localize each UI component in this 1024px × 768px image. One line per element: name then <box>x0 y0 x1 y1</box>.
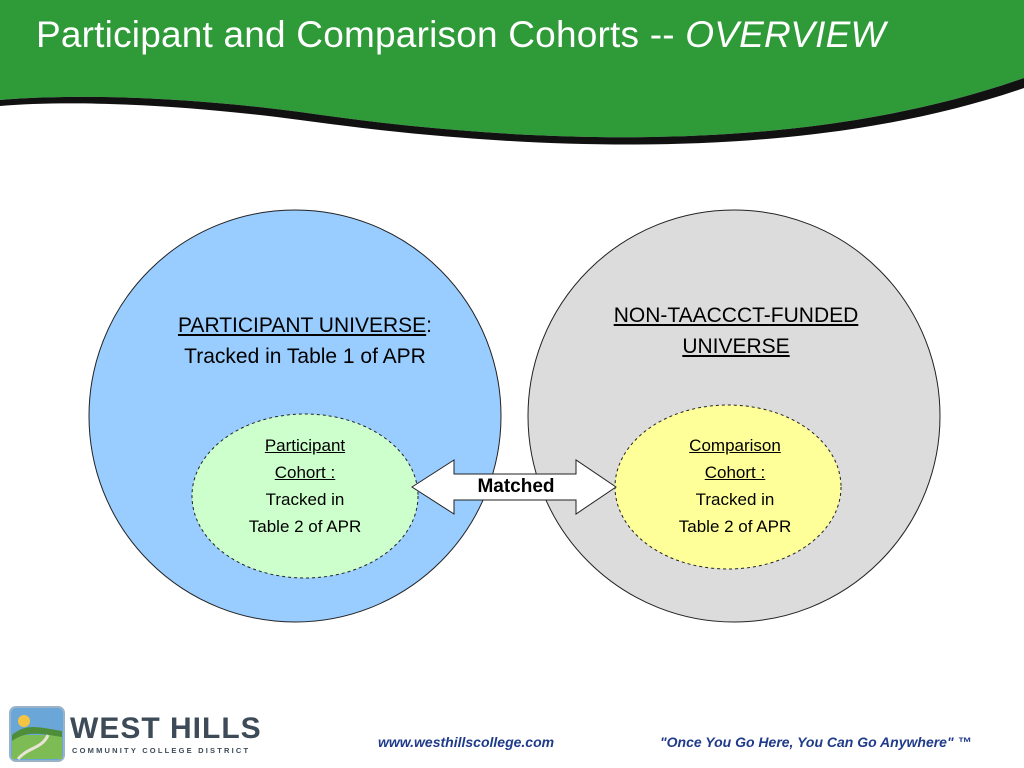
participant-universe-subtitle: Tracked in Table 1 of APR <box>184 345 426 368</box>
comparison-cohort-line3: Tracked in <box>695 490 775 509</box>
comparison-cohort-line4: Table 2 of APR <box>678 517 792 536</box>
participant-cohort-line3: Tracked in <box>265 490 345 509</box>
participant-cohort-label: Participant Cohort : Tracked in Table 2 … <box>205 432 405 540</box>
comparison-cohort-line1: Comparison <box>689 436 781 455</box>
west-hills-logo-icon <box>9 706 65 762</box>
matched-double-arrow <box>411 459 617 515</box>
participant-cohort-line4: Table 2 of APR <box>248 517 362 536</box>
participant-cohort-line1: Participant <box>264 436 346 455</box>
matched-label: Matched <box>477 476 555 497</box>
non-funded-universe-title-line1: NON-TAACCCT-FUNDED <box>613 304 859 327</box>
participant-universe-title: PARTICIPANT UNIVERSE <box>177 314 427 337</box>
website-link[interactable]: www.westhillscollege.com <box>378 734 555 750</box>
tagline: "Once You Go Here, You Can Go Anywhere" … <box>660 734 972 750</box>
participant-cohort-line2: Cohort : <box>274 463 336 482</box>
logo-subtitle: COMMUNITY COLLEGE DISTRICT <box>72 746 251 755</box>
comparison-cohort-line2: Cohort : <box>704 463 766 482</box>
logo-name: WEST HILLS <box>70 712 262 745</box>
slide-title: Participant and Comparison Cohorts -- OV… <box>36 14 886 56</box>
non-funded-universe-title-line2: UNIVERSE <box>682 335 790 358</box>
comparison-cohort-label: Comparison Cohort : Tracked in Table 2 o… <box>635 432 835 540</box>
participant-universe-title-suffix: : <box>426 314 432 337</box>
header-banner <box>0 0 1024 145</box>
participant-universe-label: PARTICIPANT UNIVERSE: Tracked in Table 1… <box>135 310 475 372</box>
header-green-band <box>0 0 1024 138</box>
non-funded-universe-label: NON-TAACCCT-FUNDED UNIVERSE <box>566 300 906 362</box>
slide-title-emphasis: OVERVIEW <box>685 14 886 55</box>
slide-title-main: Participant and Comparison Cohorts -- <box>36 14 686 55</box>
participant-cohort-ellipse <box>191 413 419 579</box>
